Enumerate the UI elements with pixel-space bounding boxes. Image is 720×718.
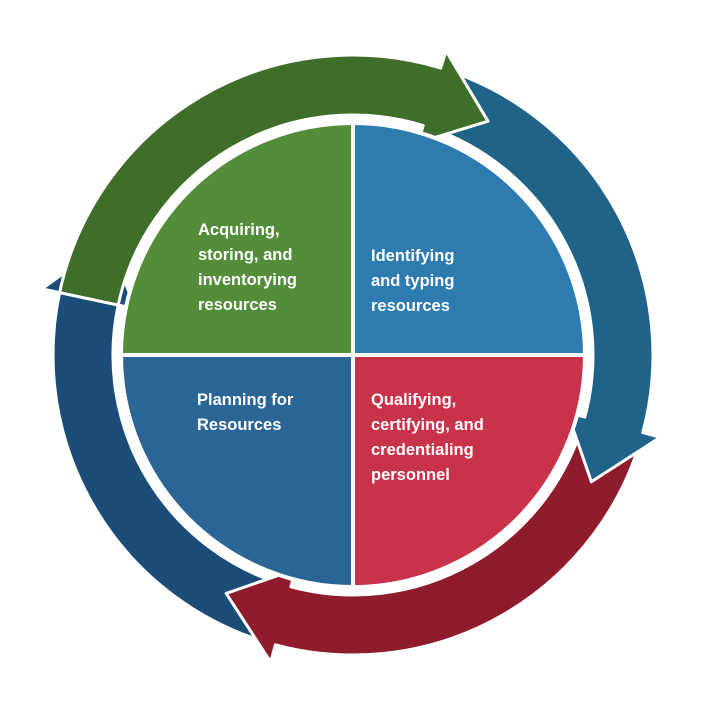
quadrant-label-planning: Planning for Resources [197, 388, 293, 438]
quadrant-label-line: Resources [197, 416, 282, 434]
cycle-arrows [40, 49, 662, 664]
quadrant-bottom-right [351, 353, 587, 589]
quadrant-label-line: and typing [371, 272, 455, 290]
quadrant-label-identifying-typing: Identifying and typing resources [371, 244, 454, 319]
center-quadrants [119, 121, 587, 589]
quadrant-bottom-left [119, 353, 355, 589]
quadrant-label-line: certifying, and [371, 416, 484, 434]
quadrant-label-line: resources [371, 297, 450, 315]
quadrant-label-line: Qualifying, [371, 391, 457, 409]
quadrant-label-line: credentialing [371, 441, 474, 459]
quadrant-label-line: Identifying [371, 247, 455, 265]
quadrant-label-line: storing, and [198, 246, 293, 264]
quadrant-top-left [119, 121, 355, 357]
green-cycle-arrow [58, 49, 490, 307]
quadrant-label-line: Acquiring, [198, 221, 280, 239]
quadrant-label-line: resources [198, 296, 277, 314]
quadrant-label-line: inventorying [198, 271, 298, 289]
quadrant-label-line: personnel [371, 466, 450, 484]
quadrant-top-right [351, 121, 587, 357]
quadrant-label-line: Planning for [197, 391, 294, 409]
teal-cycle-arrow [425, 68, 662, 484]
navy-cycle-arrow [40, 239, 293, 647]
red-cycle-arrow [224, 415, 645, 664]
quadrant-label-qualifying-certifying-credentialing: Qualifying, certifying, and credentialin… [371, 388, 484, 488]
quadrant-label-acquiring-storing-inventorying: Acquiring, storing, and inventorying res… [198, 218, 297, 318]
